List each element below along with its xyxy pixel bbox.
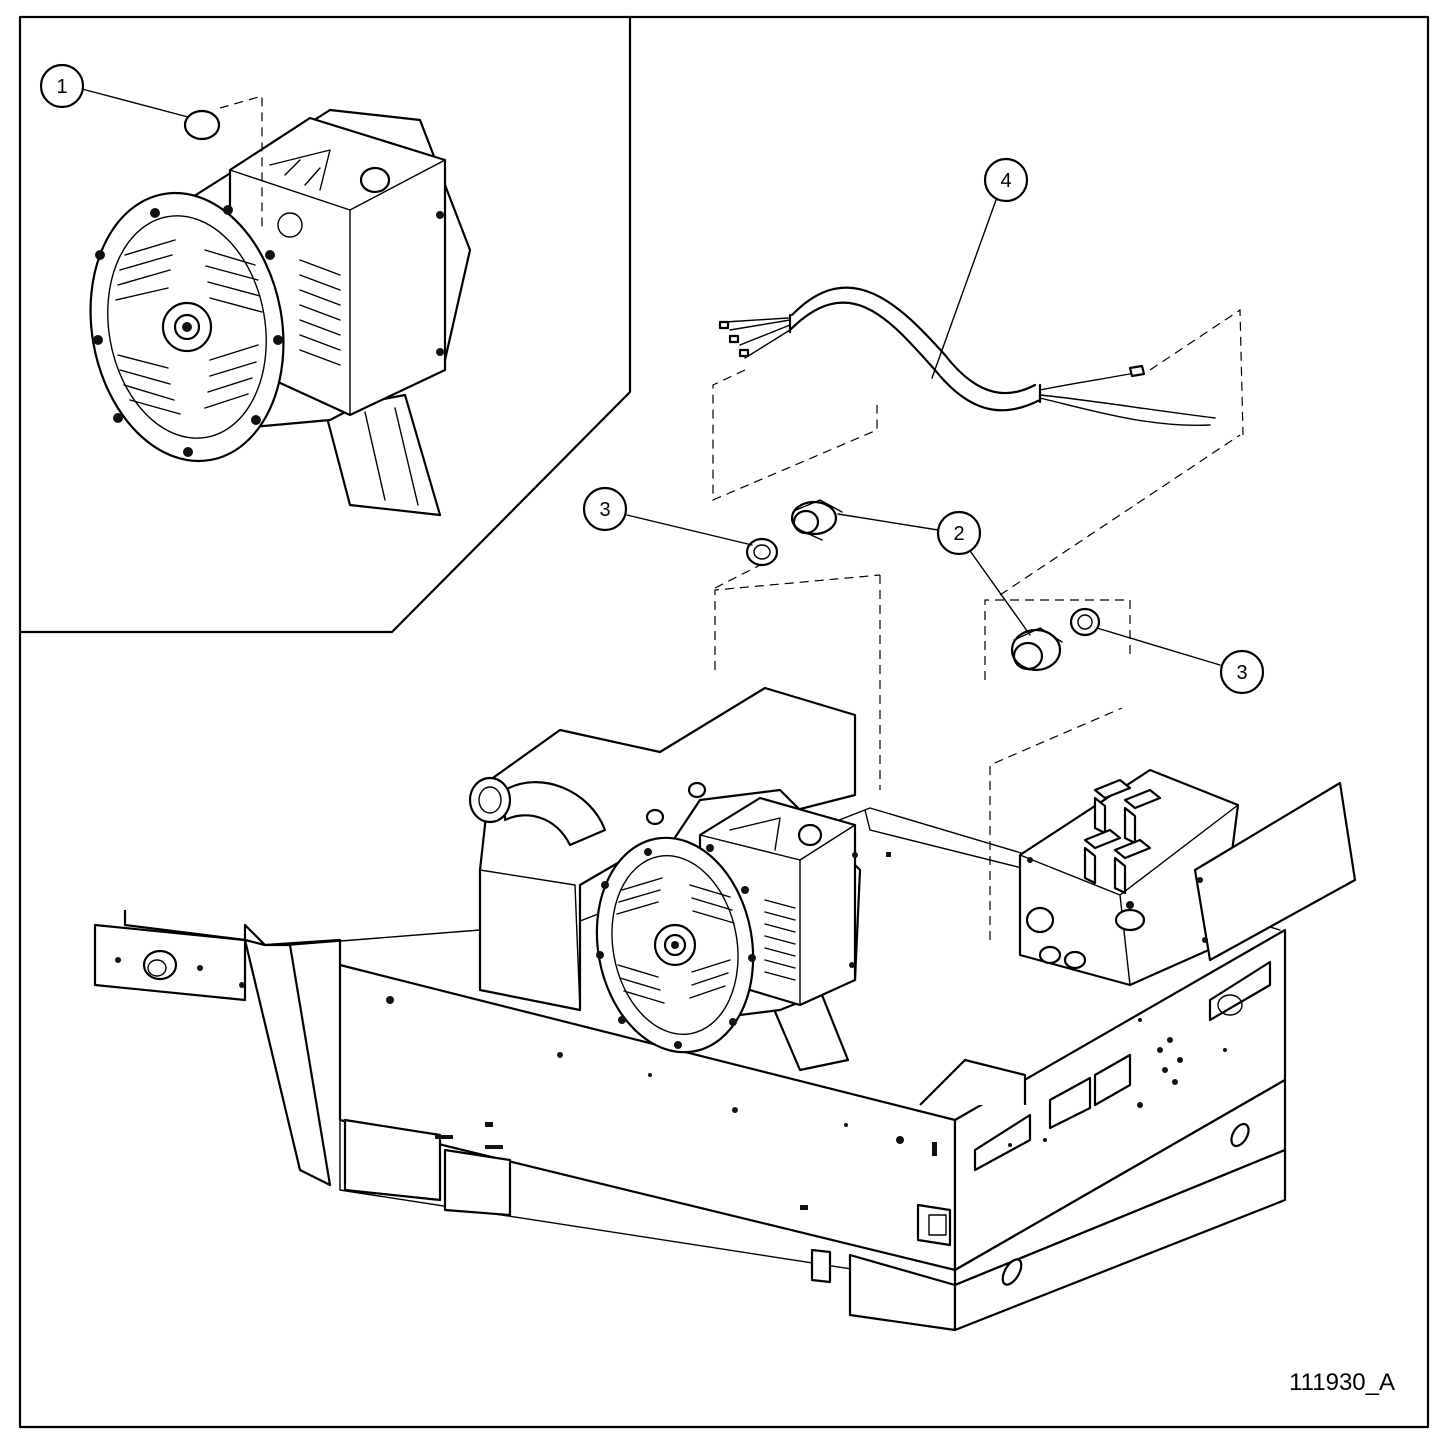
control-box — [1018, 768, 1357, 987]
inset-generator — [89, 95, 472, 517]
callout-1-label: 1 — [56, 76, 67, 98]
callout-2-upper-label: 2 — [953, 523, 964, 545]
fitting-upper — [790, 499, 843, 541]
fitting-lower — [1010, 627, 1063, 672]
chassis-frame — [93, 807, 1287, 1332]
locknut-lower — [1069, 607, 1101, 637]
generator-main — [595, 788, 862, 1072]
cable-assembly — [712, 286, 1244, 589]
callout-2-upper: 2 — [936, 510, 982, 556]
callout-3-upper-label: 3 — [599, 499, 610, 521]
inset-plug — [183, 109, 221, 141]
callout-4: 4 — [983, 157, 1029, 203]
callout-3-upper: 3 — [582, 486, 628, 532]
callout-3-lower: 3 — [1219, 649, 1265, 695]
outer-frame — [18, 15, 1430, 1429]
callout-4-label: 4 — [1000, 170, 1011, 192]
locknut-upper — [745, 537, 779, 567]
engine-housing — [468, 686, 857, 1012]
callout-3-lower-label: 3 — [1236, 662, 1247, 684]
inset-frame — [18, 15, 632, 634]
drawing-id: 111930_A — [1289, 1369, 1395, 1396]
callout-1: 1 — [39, 63, 85, 109]
inset-box-vents — [299, 259, 341, 366]
leader-lines — [81, 88, 1221, 666]
